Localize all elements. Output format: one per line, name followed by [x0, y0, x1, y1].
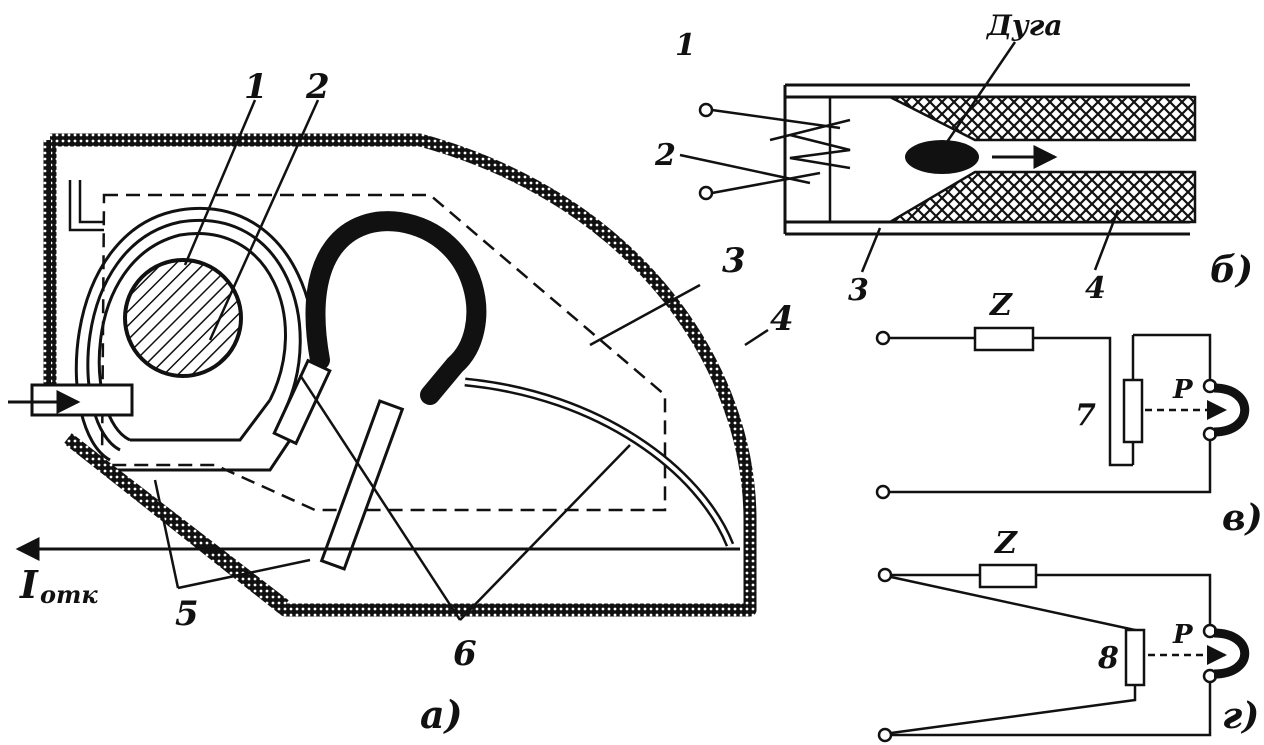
resistor-v — [1122, 378, 1144, 444]
label-b2: 2 — [654, 138, 676, 173]
magnetic-circuit-outline — [100, 193, 667, 512]
steel-core — [123, 258, 243, 378]
arc-chute-casing — [43, 133, 757, 617]
arc-runner-curved — [464, 377, 735, 547]
label-arc: Дуга — [985, 9, 1063, 42]
impedance-v — [973, 326, 1035, 352]
arc-runner-lower — [64, 433, 289, 610]
arc-g — [1213, 628, 1250, 679]
terminal-v-bottom — [875, 484, 891, 500]
label-g-8: 8 — [1097, 641, 1119, 676]
impedance-g — [978, 563, 1038, 589]
contact-upper — [272, 358, 332, 446]
label-v-p: P — [1172, 375, 1194, 405]
label-g-z: Z — [994, 526, 1018, 561]
label-v-z: Z — [989, 288, 1013, 323]
caption-g: г) — [1222, 695, 1259, 737]
figure-g: Z 8 P г) — [877, 526, 1259, 743]
arc-v — [1213, 383, 1250, 437]
label-runners: 6 — [453, 634, 477, 674]
liner-upper — [889, 95, 1197, 142]
electrode-coil — [769, 118, 851, 170]
terminal-v-top — [875, 330, 891, 346]
label-core: 2 — [305, 67, 330, 107]
label-b4: 4 — [1085, 271, 1106, 306]
label-g-p: P — [1172, 620, 1194, 650]
label-casing: 4 — [770, 299, 794, 339]
caption-a: а) — [420, 692, 463, 737]
inlet-conductor — [8, 383, 134, 417]
label-contacts: 5 — [175, 594, 199, 634]
figure-b: Дуга 1 2 3 4 б) — [654, 9, 1253, 308]
label-v-7: 7 — [1075, 398, 1096, 433]
arc-body — [905, 140, 979, 174]
label-current-sub: отк — [40, 580, 98, 609]
terminal-g-bottom — [877, 727, 893, 743]
resistor-g — [1124, 628, 1146, 687]
terminal-g-top — [877, 567, 893, 583]
figure-v: Z 7 P в) — [875, 288, 1263, 539]
caption-b: б) — [1210, 249, 1253, 291]
terminal-2 — [698, 185, 714, 201]
label-b1: 1 — [675, 28, 696, 63]
liner-lower — [885, 170, 1197, 224]
label-coil: 1 — [244, 67, 268, 107]
mounting-bracket — [68, 180, 104, 232]
label-b3: 3 — [848, 273, 869, 308]
arc-horn — [305, 211, 487, 405]
leader-lines — [153, 99, 769, 621]
caption-v: в) — [1222, 497, 1263, 539]
label-circuit: 3 — [722, 241, 746, 281]
figure-a: 1 2 3 4 5 6 I отк а) — [8, 67, 794, 737]
label-current: I — [19, 562, 39, 607]
terminal-1 — [698, 102, 714, 118]
